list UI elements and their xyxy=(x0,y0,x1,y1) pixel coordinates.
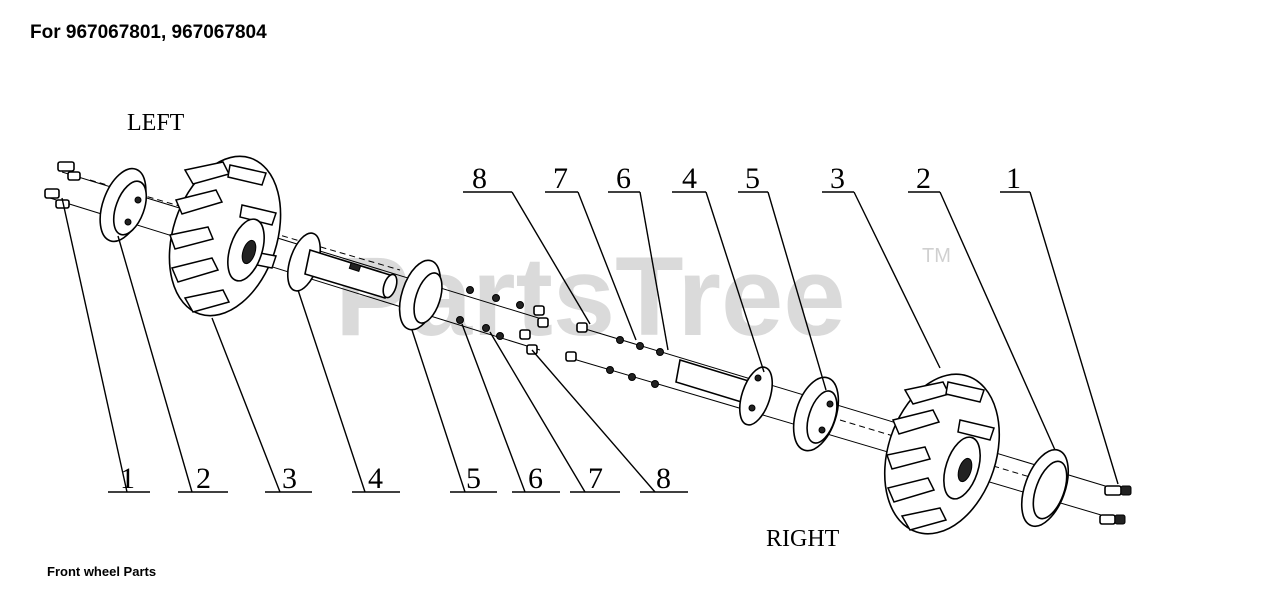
right-bolt-upper xyxy=(1104,485,1132,496)
left-assembly xyxy=(44,155,688,493)
left-side-label: LEFT xyxy=(127,110,185,136)
right-tire xyxy=(883,373,1001,535)
right-callout-3: 3 xyxy=(830,162,845,195)
right-flange xyxy=(792,376,840,452)
left-hub-plate xyxy=(99,167,148,243)
right-callout-5: 5 xyxy=(745,162,760,195)
right-axle-tube xyxy=(675,358,774,426)
left-callout-3: 3 xyxy=(282,462,297,495)
diagram-caption: Front wheel Parts xyxy=(47,564,157,579)
left-callout-6: 6 xyxy=(528,462,543,495)
right-callout-8: 8 xyxy=(472,162,487,195)
left-flange xyxy=(398,259,443,331)
right-callout-1: 1 xyxy=(1006,162,1021,195)
right-callout-2: 2 xyxy=(916,162,931,195)
right-assembly xyxy=(463,191,1132,535)
left-bolt-upper xyxy=(57,161,81,181)
left-callout-8: 8 xyxy=(656,462,671,495)
right-bolt-lower xyxy=(1099,514,1126,525)
right-hardware xyxy=(565,322,664,388)
left-callout-4: 4 xyxy=(368,462,383,495)
right-callout-6: 6 xyxy=(616,162,631,195)
left-tire xyxy=(168,155,282,317)
left-bolt-lower xyxy=(44,188,70,209)
left-callout-5: 5 xyxy=(466,462,481,495)
page-heading: For 967067801, 967067804 xyxy=(30,22,267,43)
trademark: TM xyxy=(922,245,951,267)
right-callouts: 8 7 6 4 5 3 2 1 xyxy=(472,162,1021,195)
left-hardware xyxy=(456,286,549,355)
left-callout-1: 1 xyxy=(120,462,135,495)
left-callout-2: 2 xyxy=(196,462,211,495)
right-callout-7: 7 xyxy=(553,162,568,195)
right-side-label: RIGHT xyxy=(766,526,840,552)
left-axle-tube xyxy=(286,232,398,300)
left-callouts: 1 2 3 4 5 6 7 8 xyxy=(120,462,671,495)
right-callout-4: 4 xyxy=(682,162,697,195)
left-callout-7: 7 xyxy=(588,462,603,495)
right-hub-plate xyxy=(1020,448,1070,528)
